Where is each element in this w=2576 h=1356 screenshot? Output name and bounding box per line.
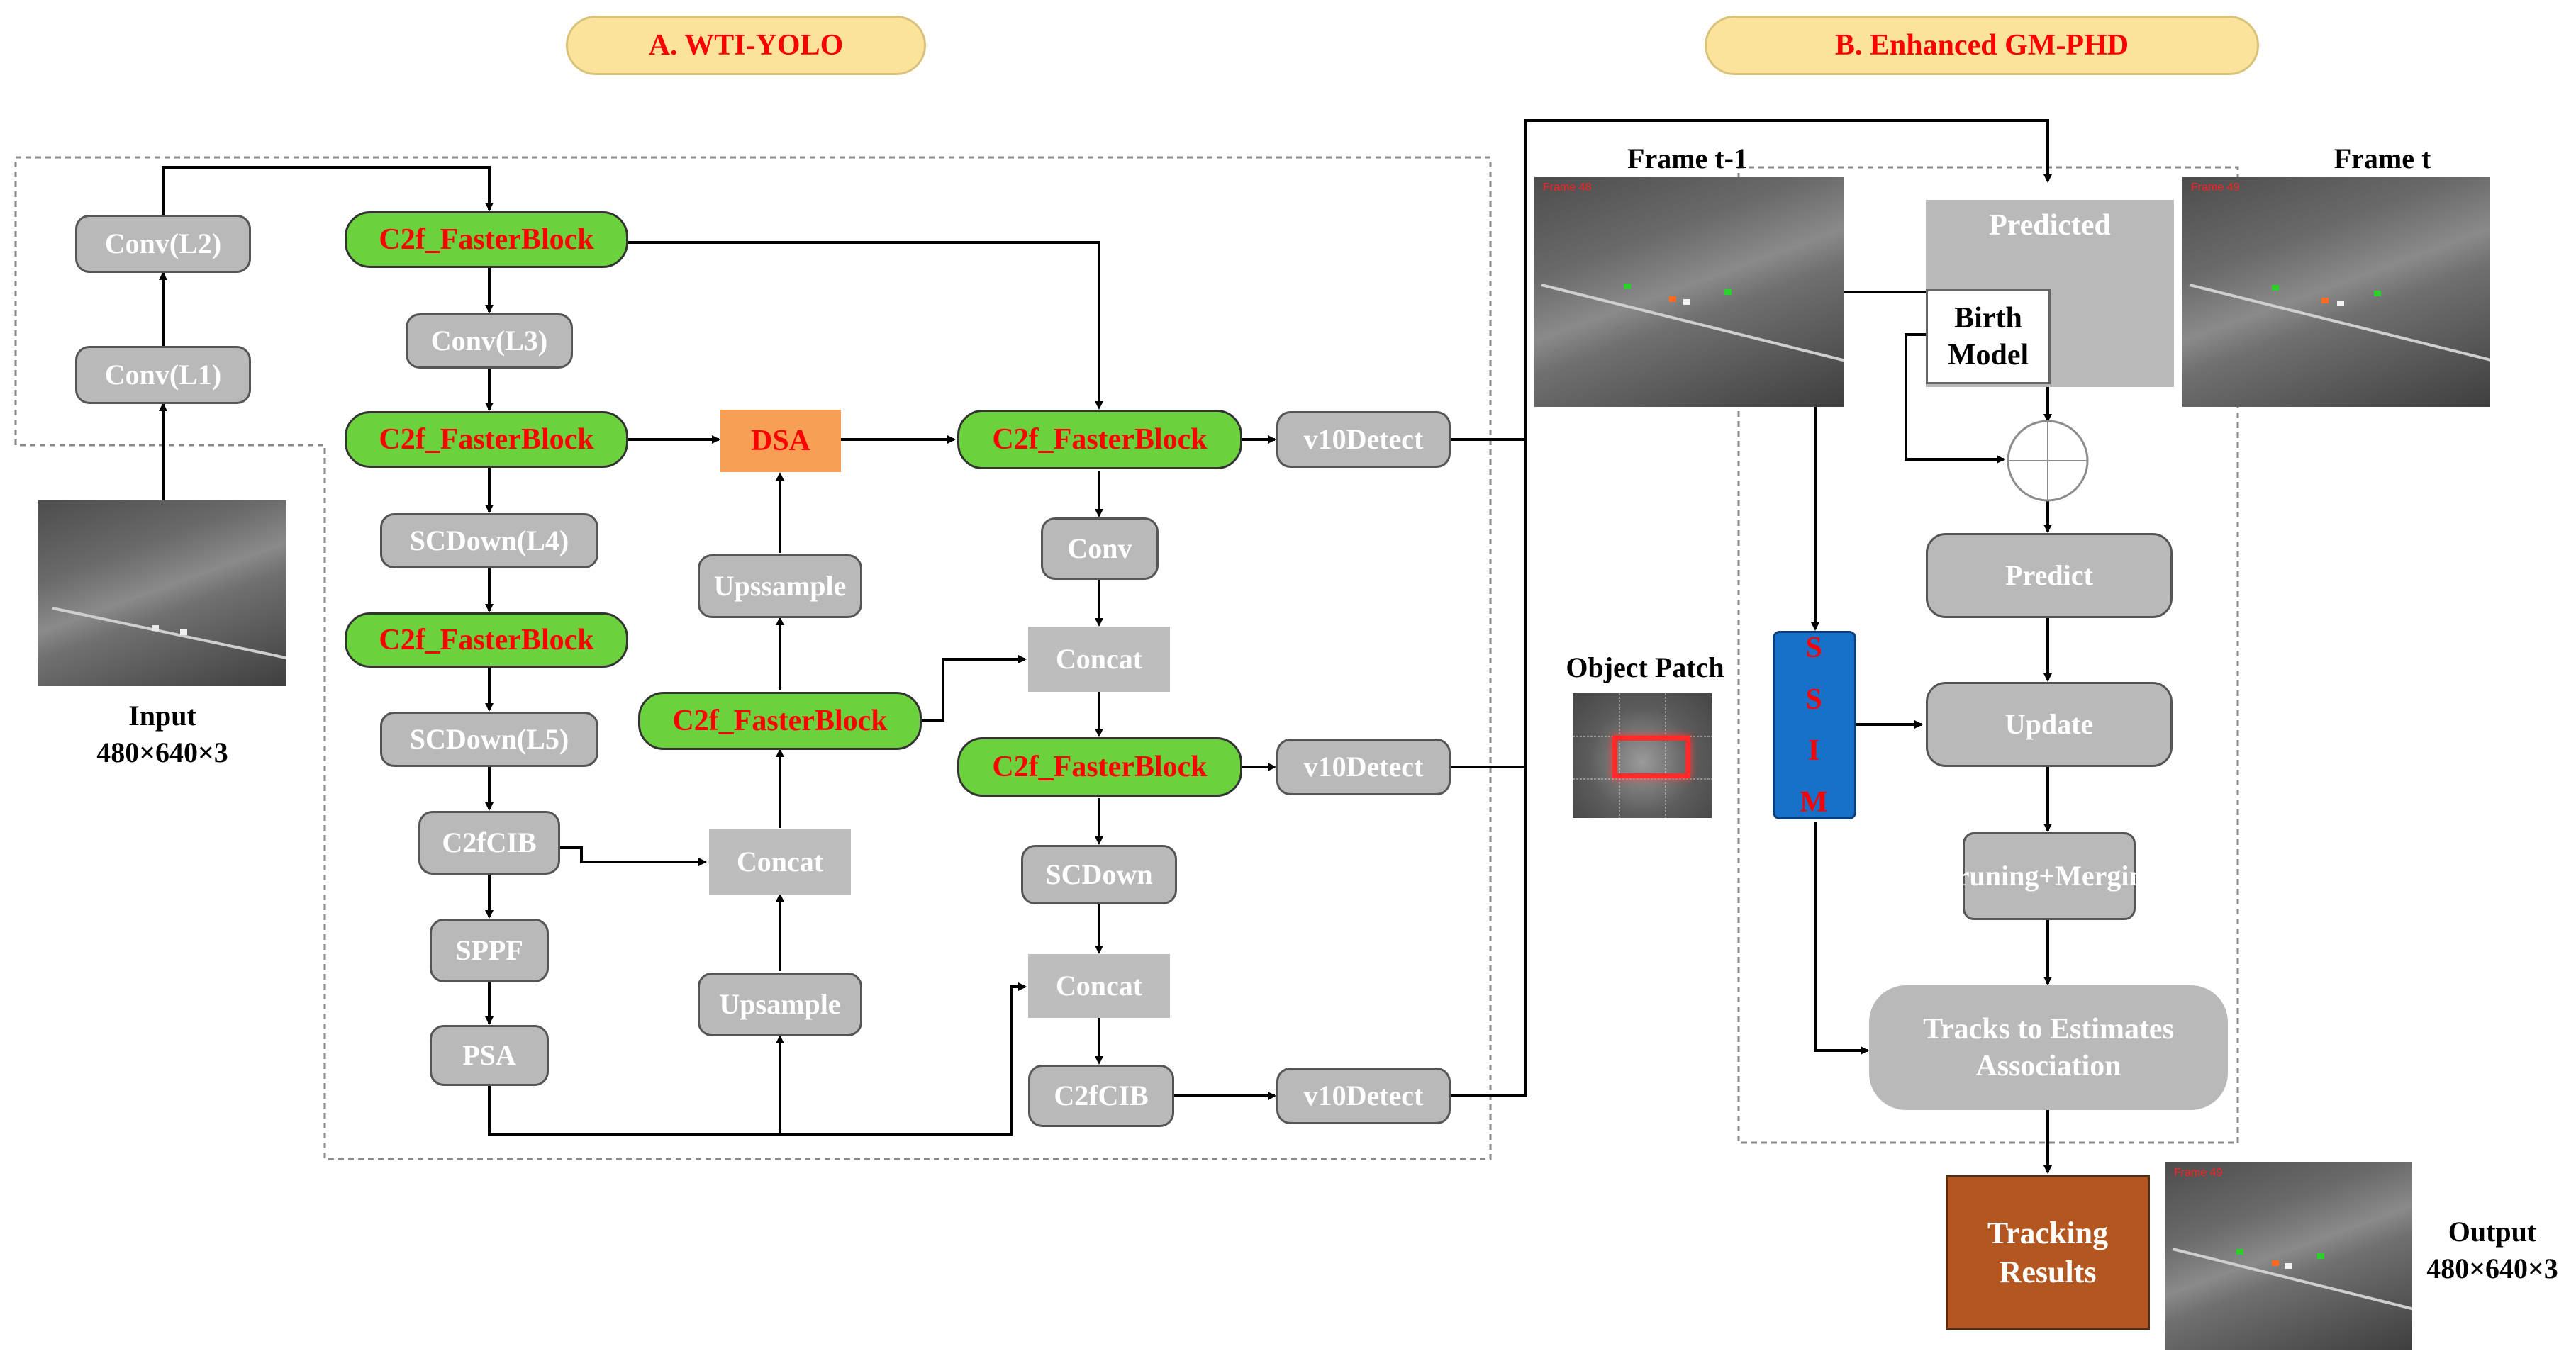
output-label: Output 480×640×3 (2426, 1216, 2558, 1284)
wire-c2fcib-concat (560, 846, 707, 866)
conv-l3-block: Conv(L3) (406, 313, 573, 369)
frame-t-image: Frame 49 (2182, 177, 2490, 407)
sum-node-icon (2007, 420, 2089, 502)
wire-c2f-mid-concat-1 (922, 655, 1027, 722)
predicted-label: Predicted (1989, 209, 2111, 242)
birth-model-block: Birth Model (1926, 289, 2051, 384)
wire-ssim-association (1814, 822, 1869, 1055)
concat-neck-block: Concat (709, 829, 851, 895)
c2f-fasterblock-head-bottom: C2f_FasterBlock (957, 737, 1242, 797)
c2f-fasterblock-neck: C2f_FasterBlock (638, 692, 922, 750)
frame-t-minus-1-image: Frame 48 (1534, 177, 1844, 407)
update-block: Update (1926, 682, 2173, 767)
v10detect-1-block: v10Detect (1276, 411, 1451, 468)
upsample-bottom-block: Upsample (698, 973, 862, 1036)
upsample-top-block: Upssample (698, 554, 862, 618)
c2f-fasterblock-3: C2f_FasterBlock (345, 612, 628, 668)
wire-detect-3-tracker (1451, 121, 1527, 1097)
wire-birth-sum (1905, 333, 2005, 464)
c2f-fasterblock-2: C2f_FasterBlock (345, 411, 628, 468)
gm-phd-region-outline (1737, 166, 2239, 1144)
c2fcib-backbone-block: C2fCIB (418, 811, 560, 875)
frame-t-minus-1-label: Frame t-1 (1627, 142, 1748, 174)
input-image (38, 500, 286, 686)
concat-head-1-block: Concat (1028, 627, 1170, 692)
ssim-letter-s1: S (1805, 632, 1824, 664)
psa-block: PSA (430, 1025, 549, 1086)
section-title-wti-yolo: A. WTI-YOLO (566, 16, 926, 75)
ssim-letter-s2: S (1805, 683, 1824, 716)
dsa-block: DSA (720, 410, 841, 472)
section-title-enhanced-gm-phd: B. Enhanced GM-PHD (1705, 16, 2259, 75)
c2f-fasterblock-1: C2f_FasterBlock (345, 211, 628, 268)
output-image: Frame 49 (2165, 1162, 2412, 1350)
scdown-head-block: SCDown (1021, 845, 1177, 904)
c2fcib-head-block: C2fCIB (1028, 1065, 1174, 1127)
ssim-letter-m: M (1800, 785, 1829, 819)
wti-yolo-region-outline (14, 156, 1492, 1160)
conv-l1-block: Conv(L1) (75, 346, 251, 404)
pruning-merging-block: Pruning+Merging (1939, 832, 2159, 920)
concat-head-2-block: Concat (1028, 954, 1170, 1018)
predict-block: Predict (1926, 533, 2173, 618)
v10detect-3-block: v10Detect (1276, 1068, 1451, 1124)
frame-t-label: Frame t (2334, 142, 2431, 174)
conv-l2-block: Conv(L2) (75, 215, 251, 273)
c2f-fasterblock-head-top: C2f_FasterBlock (957, 410, 1242, 469)
scdown-l5-block: SCDown(L5) (380, 712, 598, 767)
association-block: Tracks to Estimates Association (1869, 985, 2228, 1110)
v10detect-2-block: v10Detect (1276, 739, 1451, 795)
input-label: Input 480×640×3 (96, 700, 228, 768)
ssim-block: S S I M (1773, 631, 1856, 819)
sppf-block: SPPF (430, 919, 549, 982)
ssim-letter-i: I (1807, 734, 1822, 767)
wire-psa-bottom-bus (488, 982, 1027, 1136)
tracking-results-block: Tracking Results (1946, 1175, 2150, 1330)
wire-conv-l2-c2f-1 (162, 166, 494, 215)
wire-c2f-1-c2f-top (628, 241, 1103, 410)
conv-head-block: Conv (1041, 517, 1159, 580)
object-patch-label: Object Patch (1566, 651, 1724, 683)
scdown-l4-block: SCDown(L4) (380, 513, 598, 568)
object-patch-image (1573, 693, 1713, 819)
